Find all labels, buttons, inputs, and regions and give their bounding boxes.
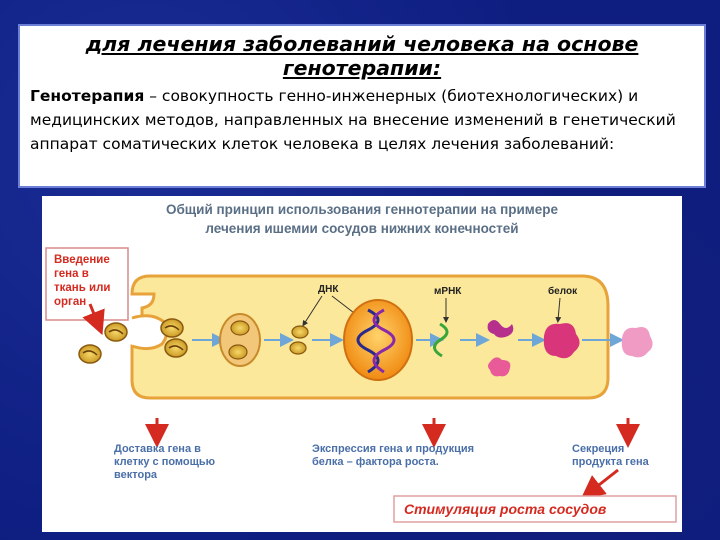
intro-label-line2: гена в <box>54 268 89 280</box>
step1-line1: Доставка гена в <box>114 443 201 455</box>
dna-helix-strand-1 <box>356 308 380 374</box>
step1-line2: клетку с помощью <box>114 456 215 468</box>
ribosome-1 <box>487 320 514 338</box>
intro-label-line1: Введение <box>54 254 110 266</box>
gene-therapy-diagram: Общий принцип использования геннотерапии… <box>42 196 682 532</box>
nucleus <box>343 299 413 381</box>
slide-title: для лечения заболеваний человека на осно… <box>85 32 639 80</box>
dna-pointer-1 <box>302 295 323 327</box>
result-box <box>393 495 677 523</box>
step2-line1: Экспрессия гена и продукция <box>312 443 474 455</box>
protein-label: белок <box>548 285 578 297</box>
result-text: Стимуляция роста сосудов <box>404 501 607 517</box>
diagram-title: Общий принцип использования геннотерапии… <box>42 200 682 238</box>
intro-label-box: Введение гена в ткань или орган <box>45 247 129 321</box>
released-vector-1 <box>291 325 309 339</box>
mrna-label: мРНК <box>434 286 462 297</box>
definition-paragraph: Генотерапия – совокупность генно-инженер… <box>30 84 694 156</box>
step3-line2: продукта гена <box>572 456 650 468</box>
step1-line3: вектора <box>114 469 158 481</box>
intro-label-line4: орган <box>54 296 86 308</box>
definition-term: Генотерапия <box>30 87 145 105</box>
definition-text: – совокупность генно-инженерных (биотехн… <box>30 87 676 153</box>
diagram-title-line1: Общий принцип использования геннотерапии… <box>165 202 559 217</box>
definition-box: для лечения заболеваний человека на осно… <box>18 24 706 188</box>
dna-helix-strand-2 <box>372 308 396 374</box>
released-vector-2 <box>289 341 307 355</box>
vector-particle-4 <box>164 338 188 358</box>
diagram-title-line2: лечения ишемии сосудов нижних конечносте… <box>205 221 519 236</box>
intro-label-line3: ткань или <box>54 282 110 294</box>
step3-line1: Секреция <box>572 443 624 455</box>
protein-pointer <box>555 297 562 323</box>
vector-particle-2 <box>104 322 128 342</box>
dna-label: ДНК <box>318 284 339 295</box>
diagram-svg: Введение гена в ткань или орган <box>45 247 677 523</box>
ribosome-2 <box>488 357 511 377</box>
result-arrow <box>580 468 619 500</box>
step2-line2: белка – фактора роста. <box>312 456 439 468</box>
protein-secreted <box>621 327 653 358</box>
vector-particle-3 <box>160 318 184 338</box>
mrna-strand <box>433 322 449 358</box>
intro-arrow <box>82 303 105 336</box>
protein-inside <box>543 323 580 359</box>
vector-particle-1 <box>78 344 102 364</box>
endosome <box>219 313 261 367</box>
